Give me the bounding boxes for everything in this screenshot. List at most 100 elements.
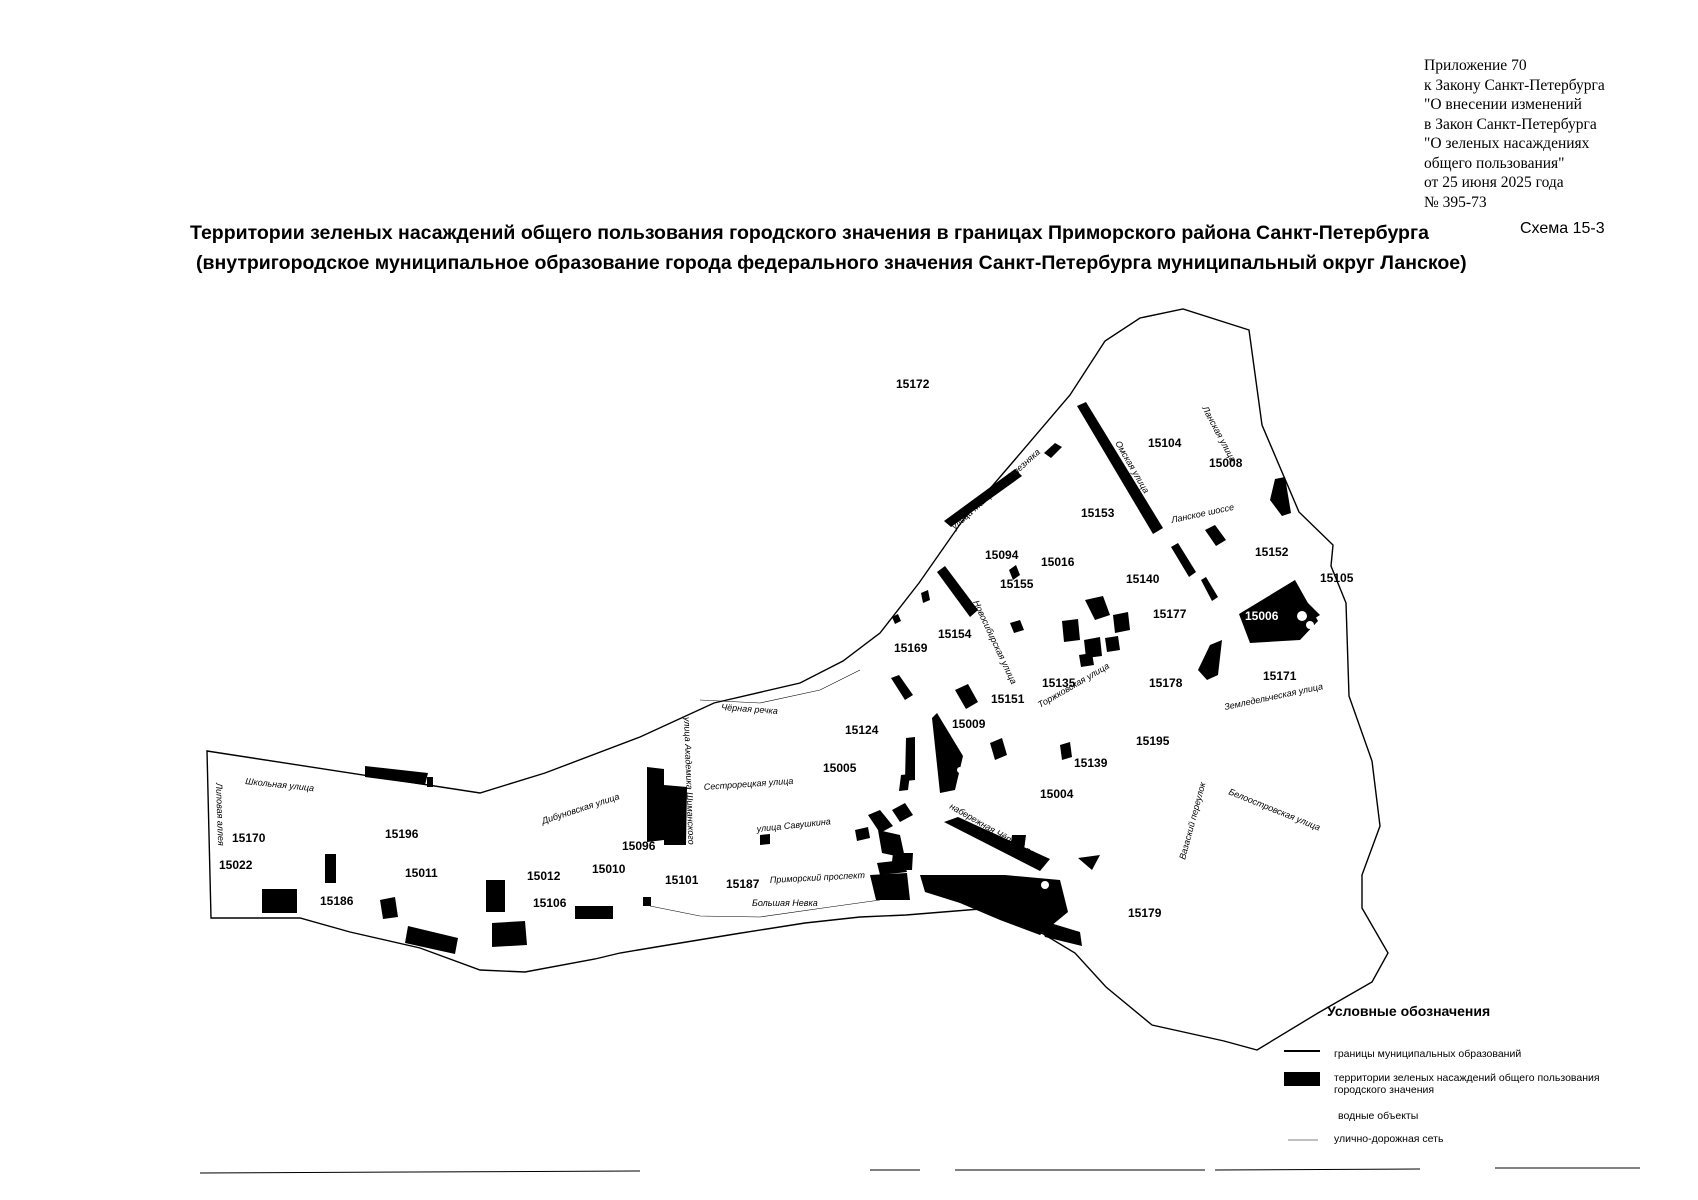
parcel-label: 15012 [527, 869, 561, 883]
green-area-large [920, 875, 1068, 935]
scheme-number: Схема 15-3 [1520, 220, 1605, 237]
green-area [1265, 600, 1320, 640]
parcel-label: 15196 [385, 827, 419, 841]
green-area [877, 860, 907, 875]
parcel-label: 15006 [1245, 609, 1279, 623]
green-area [1060, 742, 1072, 760]
green-area-embankment [944, 817, 1050, 871]
parcel-label: 15172 [896, 377, 930, 391]
green-area [427, 777, 433, 787]
green-area [325, 854, 336, 883]
parcel-label: 15004 [1040, 787, 1074, 801]
green-area [1198, 640, 1222, 680]
parcel-label: 15094 [985, 548, 1019, 562]
street-label: Школьная улица [245, 776, 315, 793]
green-area [891, 675, 913, 700]
green-area [1113, 612, 1130, 633]
river-line [699, 669, 861, 704]
street-label: улица Матроса Железняка [949, 447, 1042, 532]
green-area [1078, 855, 1100, 870]
street-label: улица Савушкина [755, 816, 831, 834]
appendix-line: "О внесении изменений [1424, 96, 1582, 113]
parcel-label: 15106 [533, 896, 567, 910]
parcel-label: 15105 [1320, 571, 1354, 585]
parcel-label: 15151 [991, 692, 1025, 706]
green-area [380, 897, 398, 919]
appendix-line: Приложение 70 [1424, 57, 1527, 74]
green-area [1037, 919, 1082, 946]
green-area [262, 889, 297, 913]
parcel-label: 15169 [894, 641, 928, 655]
green-area [1010, 620, 1024, 633]
legend-boundary-label: границы муниципальных образований [1334, 1048, 1522, 1060]
appendix-line: от 25 июня 2025 года [1424, 174, 1564, 191]
parcel-label: 15186 [320, 894, 354, 908]
street-label: набережная Чёрной речки [948, 801, 1049, 865]
appendix-line: общего пользования" [1424, 154, 1565, 172]
parcel-label: 15140 [1126, 572, 1160, 586]
green-area [1205, 525, 1226, 546]
street-label: Большая Невка [752, 898, 818, 908]
green-area [899, 774, 910, 791]
street-label: Приморский проспект [770, 870, 866, 885]
green-area [486, 880, 505, 912]
green-area [892, 803, 913, 822]
map-title-line2: (внутригородское муниципальное образован… [196, 252, 1467, 274]
green-area-novosibirskaya [937, 566, 978, 617]
green-area-15009 [932, 713, 963, 793]
street-label: Новосибирская улица [971, 599, 1019, 686]
green-area [892, 614, 901, 624]
legend-title: Условные обозначения [1327, 1003, 1491, 1019]
appendix-line: № 395-73 [1424, 193, 1487, 211]
green-area [760, 834, 770, 845]
green-area [990, 738, 1007, 760]
street-label: Дибуновская улица [540, 791, 621, 826]
street-label: Земледельческая улица [1223, 681, 1324, 712]
green-area-zheleznyaka [944, 469, 1022, 527]
parcel-label: 15195 [1136, 734, 1170, 748]
parcel-label: 15104 [1148, 436, 1182, 450]
parcel-label: 15101 [665, 873, 699, 887]
green-area [905, 737, 915, 781]
street-label: Вазаский переулок [1177, 780, 1207, 860]
green-area [492, 921, 527, 947]
parcel-label: 15155 [1000, 577, 1034, 591]
district-boundary [206, 308, 1389, 1051]
legend-green-symbol [1284, 1072, 1320, 1086]
green-area [405, 926, 458, 954]
parcel-label: 15005 [823, 761, 857, 775]
green-area [921, 590, 930, 603]
green-area [878, 830, 905, 858]
appendix-line: "О зеленых насаждениях [1424, 135, 1590, 152]
green-area [1084, 637, 1102, 658]
appendix-line: к Закону Санкт-Петербурга [1424, 76, 1605, 94]
parcel-label: 15010 [592, 862, 626, 876]
green-area [1201, 577, 1218, 601]
green-area [1171, 543, 1196, 577]
parcel-label: 15179 [1128, 906, 1162, 920]
green-area [868, 810, 893, 833]
green-area-shkolnaya [365, 766, 428, 785]
green-area-omskaya [1077, 402, 1163, 534]
parcel-label: 15153 [1081, 506, 1115, 520]
street-label: Ланская улица [1200, 403, 1238, 463]
green-area [1270, 477, 1291, 516]
legend-road-label: улично-дорожная сеть [1334, 1133, 1444, 1145]
green-area [870, 873, 910, 900]
appendix-note: Приложение 70 к Закону Санкт-Петербурга … [1424, 56, 1605, 212]
green-area [1062, 619, 1080, 642]
embankment-line [649, 899, 881, 918]
parcel-label: 15135 [1042, 676, 1076, 690]
parcel-label: 15008 [1209, 456, 1243, 470]
green-area [1105, 636, 1120, 652]
green-area [1085, 596, 1110, 620]
green-area [1009, 565, 1020, 580]
parcel-label: 15178 [1149, 676, 1183, 690]
street-label: Чёрная речка [721, 702, 778, 716]
street-label: улица Академика Шиманского [682, 716, 696, 845]
parcel-label: 15154 [938, 627, 972, 641]
parcel-label: 15177 [1153, 607, 1187, 621]
legend-green-label: территории зеленых насаждений общего пол… [1334, 1072, 1600, 1096]
parcel-label: 15170 [232, 831, 266, 845]
